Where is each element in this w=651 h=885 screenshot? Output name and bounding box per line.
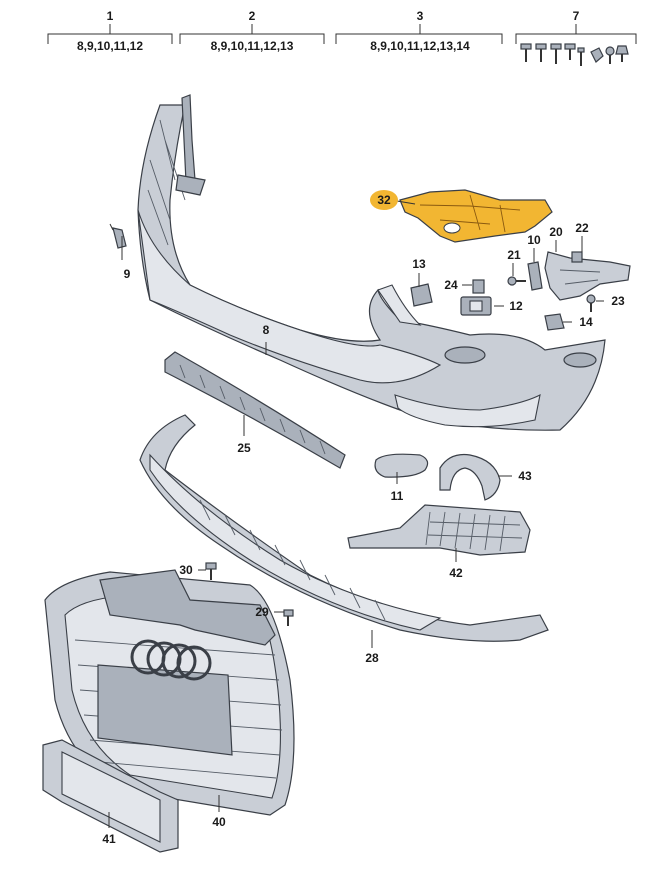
part-22-nut xyxy=(571,251,583,263)
callout-14: 14 xyxy=(579,315,593,329)
group-number-1: 1 xyxy=(107,9,114,23)
group-header-3: 3 8,9,10,11,12,13,14 xyxy=(335,9,503,53)
group-parts-1: 8,9,10,11,12 xyxy=(77,39,143,53)
part-13-clip xyxy=(410,283,433,307)
callout-8: 8 xyxy=(263,323,270,337)
callout-25: 25 xyxy=(237,441,251,455)
bumper-cover xyxy=(137,94,606,431)
callout-22: 22 xyxy=(575,221,589,235)
group-header-7: 7 xyxy=(515,9,637,44)
callout-29: 29 xyxy=(255,605,269,619)
part-25-strip xyxy=(164,351,346,469)
callout-10: 10 xyxy=(527,233,541,247)
group-header-2: 2 8,9,10,11,12,13 xyxy=(179,9,325,53)
part-40-radiator-grille xyxy=(44,569,295,816)
group-parts-2: 8,9,10,11,12,13 xyxy=(211,39,294,53)
part-12-sensor-holder xyxy=(460,296,492,316)
group-header-1: 1 8,9,10,11,12 xyxy=(47,9,173,53)
part-23-screw xyxy=(586,294,596,312)
part-10-bracket xyxy=(527,261,543,291)
callout-28: 28 xyxy=(365,651,379,665)
callout-23: 23 xyxy=(611,294,625,308)
part-14-clip xyxy=(544,313,565,331)
part-24-nut xyxy=(472,279,485,294)
part-11-tow-cap xyxy=(374,453,429,478)
callout-13: 13 xyxy=(412,257,426,271)
callout-20: 20 xyxy=(549,225,563,239)
part-21-screw xyxy=(507,276,526,286)
part-42-lower-grille xyxy=(347,504,531,556)
callout-30: 30 xyxy=(179,563,193,577)
group-number-7: 7 xyxy=(573,9,580,23)
part-28-absorber xyxy=(139,414,549,642)
part-41-plate-holder xyxy=(42,739,179,853)
group-number-3: 3 xyxy=(417,9,424,23)
part-30-screw xyxy=(205,562,217,580)
group-number-2: 2 xyxy=(249,9,256,23)
callout-40: 40 xyxy=(212,815,226,829)
brand-rings-logo xyxy=(130,639,212,681)
callout-9: 9 xyxy=(124,267,131,281)
callout-21: 21 xyxy=(507,248,521,262)
part-29-screw xyxy=(283,609,294,626)
callout-43: 43 xyxy=(518,469,532,483)
callout-42: 42 xyxy=(449,566,463,580)
part-9-clip xyxy=(109,223,127,249)
callout-32: 32 xyxy=(377,193,391,207)
callouts: 32 9 8 13 24 12 21 10 20 22 23 14 25 11 … xyxy=(102,190,625,846)
callout-32-badge xyxy=(370,190,398,210)
fastener-set xyxy=(520,43,629,66)
callout-12: 12 xyxy=(509,299,523,313)
leader-lines xyxy=(108,200,604,828)
callout-11: 11 xyxy=(391,489,404,503)
callout-24: 24 xyxy=(444,278,458,292)
part-20-guide-bracket xyxy=(544,251,631,301)
callout-41: 41 xyxy=(102,832,116,846)
group-parts-3: 8,9,10,11,12,13,14 xyxy=(370,39,470,53)
part-43-bracket xyxy=(439,453,501,501)
part-32-bracket-highlighted xyxy=(399,189,553,243)
